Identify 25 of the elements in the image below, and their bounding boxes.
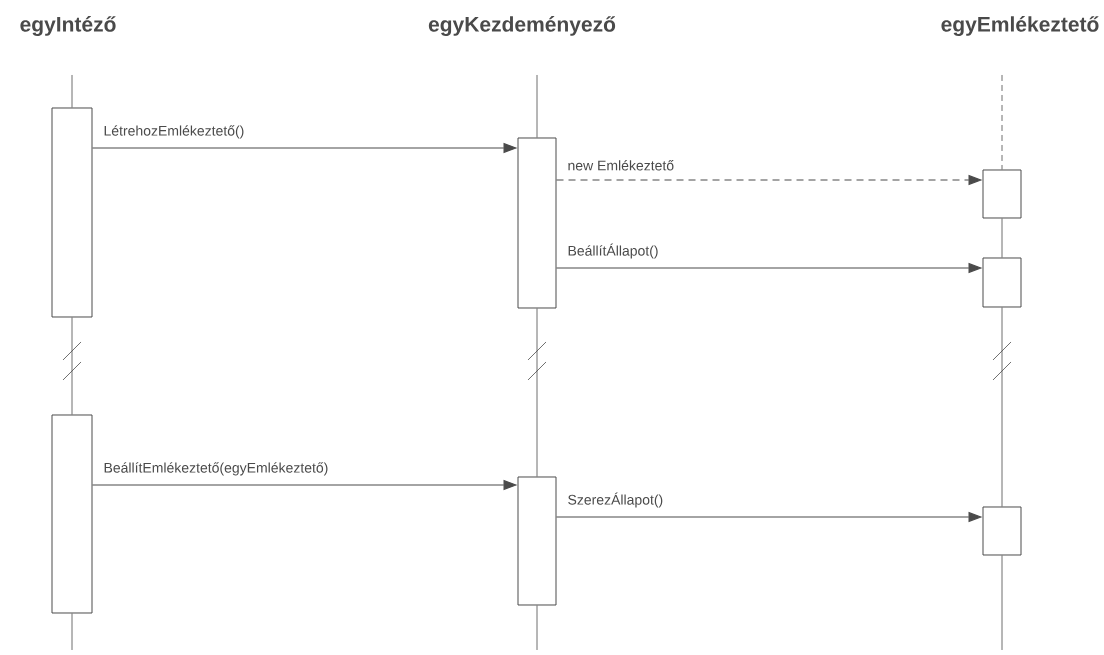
lifeline (536, 308, 538, 477)
object-name: egyIntéző (20, 16, 116, 36)
activation-box (517, 137, 557, 309)
lifeline (71, 74, 73, 108)
lifeline (536, 74, 538, 138)
edge-label: new Emlékeztető (568, 160, 674, 171)
lifeline (1001, 307, 1003, 507)
lifeline (71, 317, 73, 415)
edge-label: BeállítEmlékeztető(egyEmlékeztető) (104, 462, 328, 476)
object-name: egyEmlékeztető (941, 16, 1099, 36)
lifeline (1001, 74, 1003, 170)
lifeline (71, 613, 73, 651)
object-name: egyKezdeményező (428, 16, 616, 36)
lifeline (1001, 555, 1003, 651)
activation-box (51, 107, 93, 318)
lifeline (536, 605, 538, 651)
activation-box (51, 414, 93, 614)
edge-label: BeállítÁllapot() (568, 243, 658, 259)
edge-label: LétrehozEmlékeztető() (104, 125, 244, 139)
activation-box (982, 169, 1022, 219)
activation-box (517, 476, 557, 606)
activation-box (982, 506, 1022, 556)
edge-label: SzerezÁllapot() (568, 492, 663, 508)
lifeline (1001, 218, 1003, 258)
activation-box (982, 257, 1022, 308)
